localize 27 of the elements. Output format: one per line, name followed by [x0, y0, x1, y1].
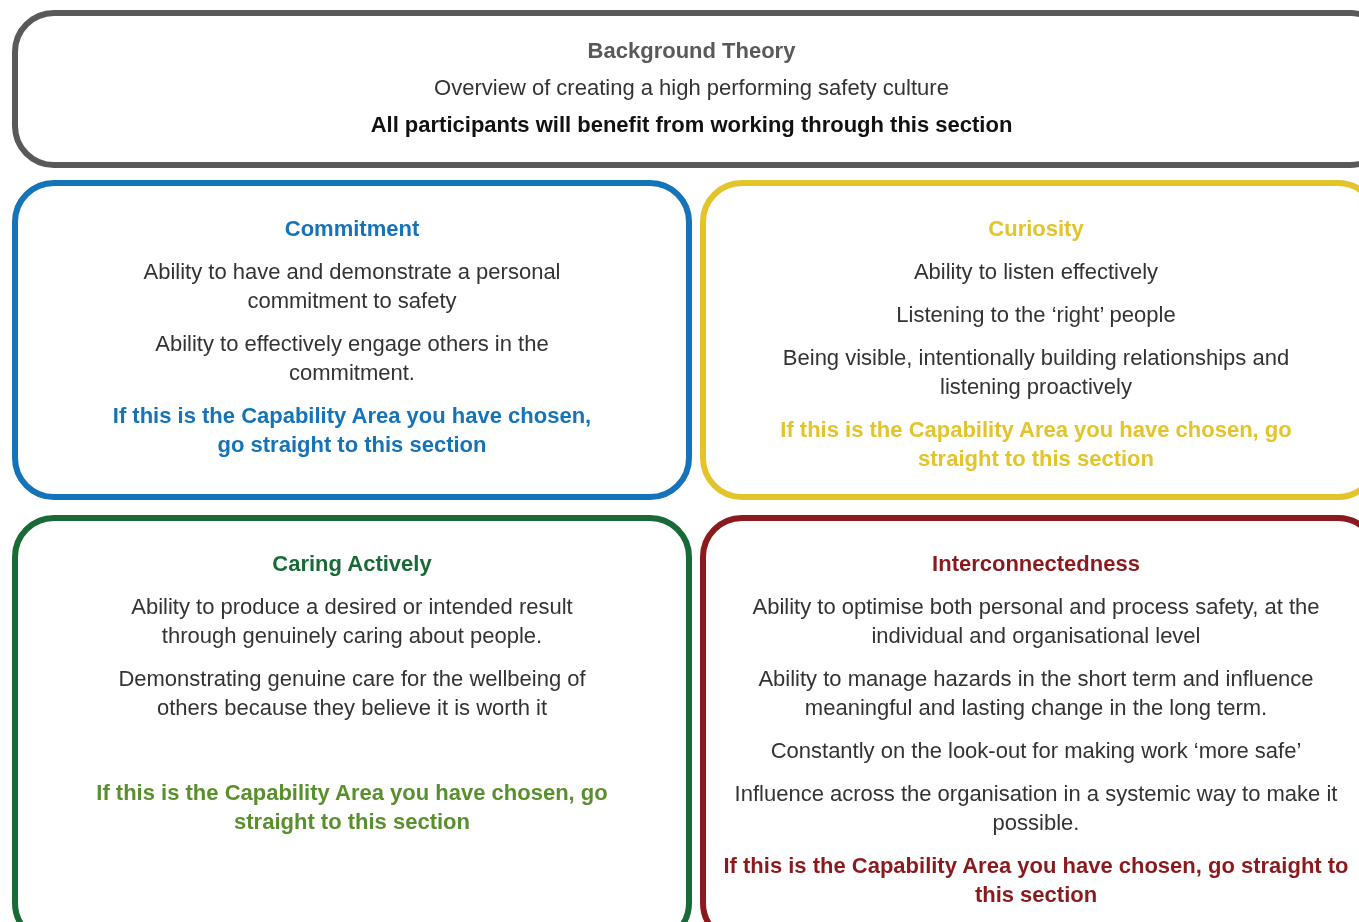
instruction-text: If this is the Capability Area you have chosen, go straight to this section — [111, 402, 593, 459]
description-text: Influence across the organisation in a systemic way to make it possible. — [733, 780, 1339, 837]
instruction-text: If this is the Capability Area you have chosen, go straight to this section — [779, 416, 1293, 473]
description-text: Constantly on the look-out for making work ‘more safe’ — [769, 737, 1303, 765]
description-text: Listening to the ‘right’ people — [895, 301, 1177, 329]
instruction-text: All participants will benefit from working through this section — [369, 111, 1014, 139]
intro-panel — [12, 10, 1359, 168]
description-text: Demonstrating genuine care for the wellbeing of others because they believe it is worth it — [117, 665, 587, 722]
description-text: Overview of creating a high performing safety culture — [433, 74, 950, 102]
description-text: Ability to have and demonstrate a personal commitment to safety — [142, 258, 562, 315]
description-text: Ability to produce a desired or intended result through genuinely caring about people. — [130, 593, 574, 650]
description-text: Ability to optimise both personal and process safety, at the individual and organisational level — [751, 593, 1321, 650]
description-text: Being visible, intentionally building relationships and listening proactively — [781, 344, 1291, 401]
instruction-text: If this is the Capability Area you have chosen, go straight to this section — [722, 852, 1350, 909]
description-text: Ability to effectively engage others in the commitment. — [154, 330, 550, 387]
card-heading: Curiosity — [987, 215, 1085, 243]
card-heading: Background Theory — [586, 37, 797, 65]
instruction-text: If this is the Capability Area you have chosen, go straight to this section — [95, 779, 609, 836]
capability-card — [700, 180, 1359, 500]
capability-card — [12, 515, 692, 922]
card-heading: Caring Actively — [272, 550, 432, 578]
description-text: Ability to listen effectively — [912, 258, 1160, 286]
card-heading: Commitment — [284, 215, 420, 243]
capability-card — [700, 515, 1359, 922]
capability-card — [12, 180, 692, 500]
description-text: Ability to manage hazards in the short term and influence meaningful and lasting change in the long term. — [757, 665, 1315, 722]
card-heading: Interconnectedness — [931, 550, 1141, 578]
